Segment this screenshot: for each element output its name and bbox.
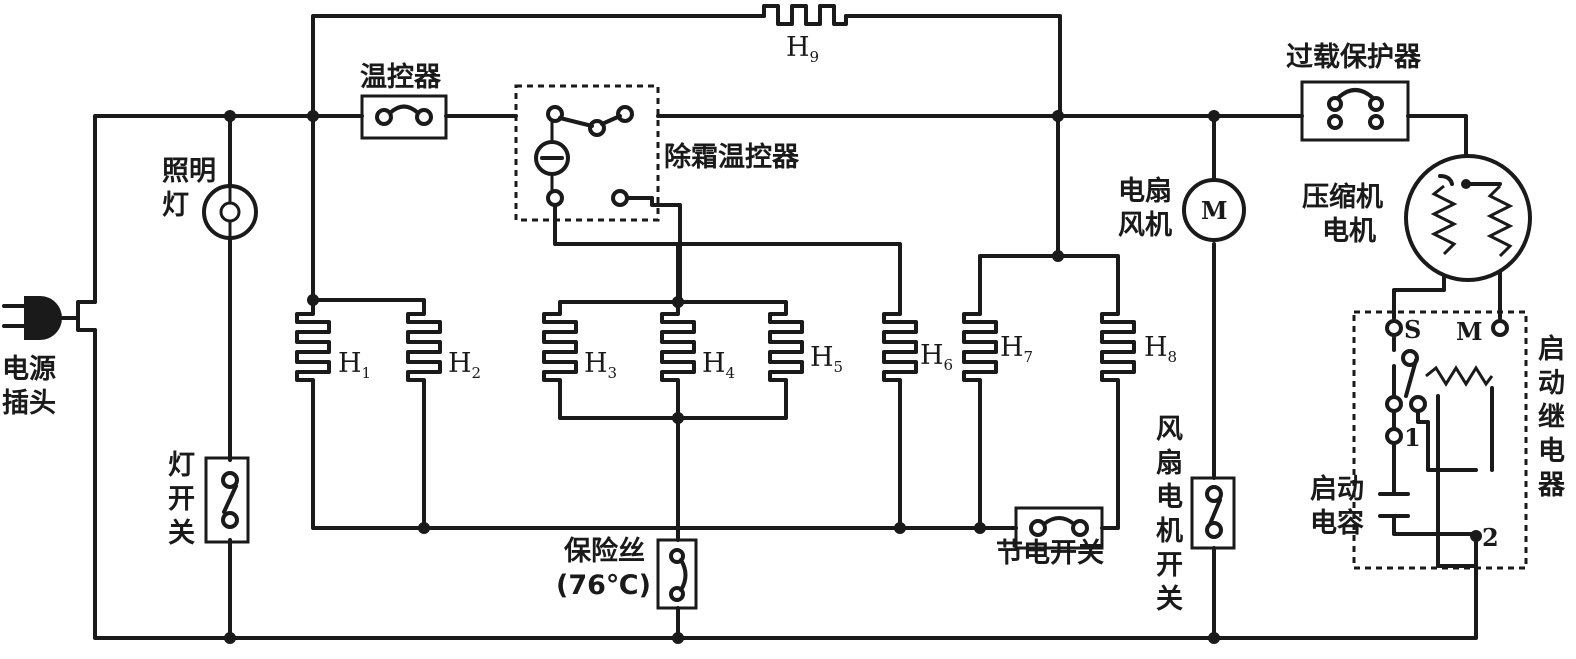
fan-motor-label-2: 风机: [1118, 210, 1172, 241]
thermostat-switch: [360, 94, 448, 140]
heater-h6: [882, 304, 918, 398]
heater-h9: [762, 4, 848, 26]
lamp-icon: [202, 184, 258, 240]
relay-label-4: 电: [1538, 436, 1565, 467]
fan-switch-label-2: 扇: [1156, 447, 1183, 479]
defrost-thermostat: [514, 84, 660, 222]
lamp-switch-label-1: 灯: [168, 450, 195, 481]
defrost-thermostat-label: 除霜温控器: [664, 141, 800, 173]
relay-label-1: 启: [1538, 334, 1565, 365]
plug-label-2: 插头: [2, 388, 56, 419]
heater-h9-label: H9: [786, 32, 819, 66]
fan-switch-label-5: 开: [1156, 550, 1183, 581]
relay-label-2: 动: [1538, 368, 1565, 399]
relay-terminal-s: S: [1404, 315, 1421, 344]
capacitor-label-2: 电容: [1310, 507, 1364, 539]
thermostat-label: 温控器: [360, 62, 442, 93]
lamp-switch-label-3: 关: [168, 518, 195, 549]
fan-motor-label-1: 电扇: [1118, 175, 1172, 207]
plug-label-1: 电源: [2, 354, 56, 385]
start-capacitor: [1378, 492, 1410, 518]
relay-label-5: 器: [1537, 470, 1566, 501]
energy-saver-switch: [1014, 506, 1104, 550]
heater-h1-label: H1: [338, 348, 371, 382]
lamp-label-1: 照明: [162, 156, 216, 187]
heater-h8-label: H8: [1144, 332, 1177, 366]
fan-switch-label-3: 电: [1156, 482, 1183, 513]
heater-h6-label: H6: [920, 340, 953, 374]
heater-h7-label: H7: [1000, 332, 1033, 366]
heater-h2: [406, 304, 442, 398]
heater-h5-label: H5: [810, 342, 843, 376]
fan-motor-switch: [1190, 476, 1236, 550]
relay-terminal-m: M: [1456, 317, 1483, 346]
compressor-label-1: 压缩机: [1302, 181, 1383, 213]
start-relay: [1352, 310, 1528, 570]
heater-h7: [962, 304, 998, 398]
compressor-motor-icon: [1404, 154, 1532, 282]
heater-h4-label: H4: [702, 348, 735, 382]
fan-motor-symbol: M: [1201, 196, 1228, 225]
fan-switch-label-6: 关: [1156, 584, 1183, 615]
heater-h4: [660, 304, 696, 398]
junction-dots: [224, 110, 1220, 644]
relay-terminal-2: 2: [1482, 523, 1499, 552]
wiring: [93, 14, 1502, 640]
fan-switch-label-4: 机: [1156, 516, 1183, 547]
heater-h1: [295, 304, 331, 398]
heater-h3: [542, 304, 578, 398]
overload-protector: [1300, 80, 1410, 142]
relay-label-3: 继: [1538, 401, 1565, 433]
capacitor-label-1: 启动: [1310, 474, 1364, 505]
lamp-label-2: 灯: [162, 190, 189, 221]
fan-switch-label-1: 风: [1156, 414, 1183, 445]
heater-h5: [768, 304, 804, 398]
heater-h2-label: H2: [448, 348, 481, 382]
fuse: [656, 538, 698, 610]
overload-protector-label: 过载保护器: [1286, 42, 1422, 73]
lamp-switch: [204, 456, 250, 544]
energy-saver-switch-label: 节电开关: [996, 538, 1104, 569]
fuse-label: 保险丝: [563, 535, 645, 567]
power-plug: [2, 296, 97, 340]
heater-h8: [1100, 304, 1136, 398]
lamp-switch-label-2: 开: [168, 484, 195, 515]
relay-terminal-1: 1: [1404, 423, 1421, 452]
compressor-label-2: 电机: [1322, 216, 1376, 247]
fuse-rating: (76℃): [556, 570, 651, 601]
fan-motor-icon: M: [1182, 178, 1246, 242]
heater-h3-label: H3: [584, 348, 617, 382]
